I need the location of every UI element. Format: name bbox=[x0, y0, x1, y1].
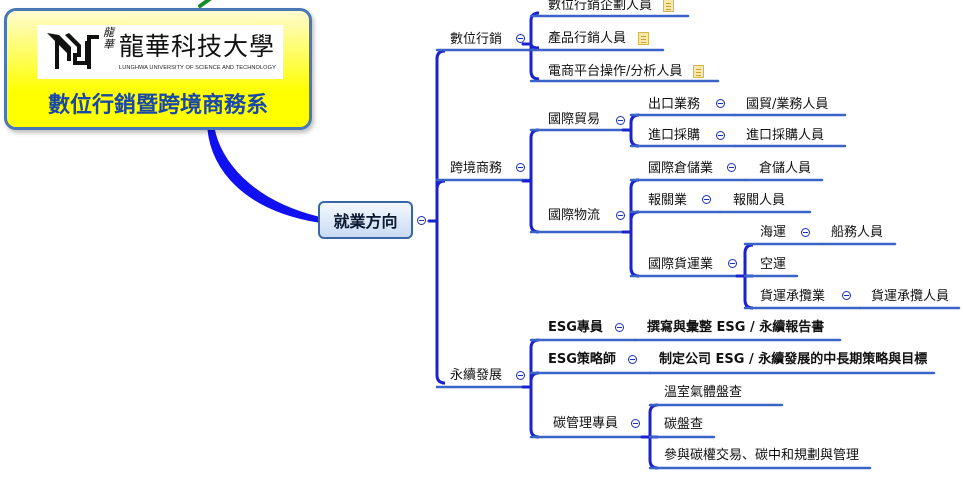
collapse-toggle-icon[interactable] bbox=[801, 228, 810, 237]
note-icon[interactable] bbox=[693, 65, 704, 78]
collapse-toggle-icon[interactable] bbox=[728, 259, 737, 268]
b1-link bbox=[529, 69, 540, 81]
job-forwarder-staff[interactable]: 貨運承攬人員 bbox=[871, 289, 950, 304]
job-customs-broker[interactable]: 報關人員 bbox=[733, 193, 786, 208]
center-topic[interactable]: 就業方向 bbox=[318, 201, 413, 239]
logo-vertical-text: 龍華 bbox=[103, 26, 114, 51]
branch-cross-border[interactable]: 跨境商務 bbox=[450, 161, 503, 176]
department-card: 龍華 龍華科技大學 LUNGHWA UNIVERSITY OF SCIENCE … bbox=[4, 8, 312, 130]
branch-sustainability[interactable]: 永續發展 bbox=[450, 368, 503, 383]
job-esg-strategy[interactable]: 制定公司 ESG / 永續發展的中長期策略與目標 bbox=[659, 352, 928, 367]
logo-english-name: LUNGHWA UNIVERSITY OF SCIENCE AND TECHNO… bbox=[119, 65, 276, 71]
decor-line bbox=[198, 0, 212, 8]
lunghwa-emblem-icon bbox=[47, 33, 99, 69]
collapse-toggle-icon[interactable] bbox=[615, 323, 624, 332]
sub-international-trade[interactable]: 國際貿易 bbox=[548, 112, 601, 127]
collapse-toggle-icon[interactable] bbox=[516, 34, 525, 43]
trunk-link bbox=[435, 373, 446, 385]
collapse-toggle-icon[interactable] bbox=[842, 291, 851, 300]
collapse-toggle-icon[interactable] bbox=[516, 163, 525, 172]
collapse-toggle-icon[interactable] bbox=[716, 131, 725, 140]
card-connector bbox=[207, 127, 319, 223]
trunk-link bbox=[435, 179, 446, 191]
collapse-toggle-icon[interactable] bbox=[516, 371, 525, 380]
role-air[interactable]: 空運 bbox=[760, 257, 787, 272]
collapse-toggle-icon[interactable] bbox=[631, 419, 640, 428]
role-esg-strategist[interactable]: ESG策略師 bbox=[548, 352, 616, 367]
role-sea[interactable]: 海運 bbox=[760, 225, 787, 240]
note-icon[interactable] bbox=[638, 32, 649, 45]
b1-link bbox=[529, 11, 540, 23]
b1-link bbox=[529, 42, 540, 50]
role-warehousing[interactable]: 國際倉儲業 bbox=[648, 161, 714, 176]
job-warehouse-staff[interactable]: 倉儲人員 bbox=[759, 161, 812, 176]
job-carbon-2[interactable]: 參與碳權交易、碳中和規劃與管理 bbox=[664, 448, 860, 463]
job-digital-1[interactable]: 產品行銷人員 bbox=[548, 31, 627, 46]
sub-international-logistics[interactable]: 國際物流 bbox=[548, 208, 601, 223]
note-icon[interactable] bbox=[663, 0, 674, 12]
job-esg-report[interactable]: 撰寫與彙整 ESG / 永續報告書 bbox=[647, 320, 825, 335]
collapse-toggle-icon[interactable] bbox=[702, 195, 711, 204]
role-import[interactable]: 進口採購 bbox=[648, 128, 701, 143]
trunk-link bbox=[435, 49, 446, 61]
job-carbon-0[interactable]: 溫室氣體盤查 bbox=[664, 385, 743, 400]
department-title: 數位行銷暨跨境商務系 bbox=[47, 93, 268, 118]
role-customs[interactable]: 報關業 bbox=[648, 193, 688, 208]
collapse-toggle-icon[interactable] bbox=[727, 163, 736, 172]
job-shipping-staff[interactable]: 船務人員 bbox=[831, 225, 884, 240]
job-carbon-1[interactable]: 碳盤查 bbox=[664, 417, 704, 432]
collapse-toggle-icon[interactable] bbox=[716, 99, 725, 108]
branch-digital-marketing[interactable]: 數位行銷 bbox=[450, 32, 503, 47]
logo-chinese-name: 龍華科技大學 bbox=[119, 32, 276, 61]
role-forwarder[interactable]: 貨運承攬業 bbox=[760, 289, 826, 304]
role-carbon-manager[interactable]: 碳管理專員 bbox=[553, 416, 619, 431]
job-import-buyer[interactable]: 進口採購人員 bbox=[746, 128, 825, 143]
job-trade-sales[interactable]: 國貿/業務人員 bbox=[746, 97, 829, 112]
collapse-toggle-icon[interactable] bbox=[616, 116, 625, 125]
role-freight[interactable]: 國際貨運業 bbox=[648, 257, 714, 272]
collapse-toggle-icon[interactable] bbox=[628, 355, 637, 364]
job-digital-2[interactable]: 電商平台操作/分析人員 bbox=[548, 64, 683, 79]
role-export[interactable]: 出口業務 bbox=[648, 97, 701, 112]
b2c-link bbox=[743, 243, 754, 255]
collapse-toggle-icon[interactable] bbox=[417, 216, 426, 225]
job-digital-0[interactable]: 數位行銷企劃人員 bbox=[548, 0, 653, 13]
role-esg-specialist[interactable]: ESG專員 bbox=[548, 320, 603, 335]
collapse-toggle-icon[interactable] bbox=[616, 211, 625, 220]
university-logo: 龍華 龍華科技大學 LUNGHWA UNIVERSITY OF SCIENCE … bbox=[37, 25, 283, 79]
